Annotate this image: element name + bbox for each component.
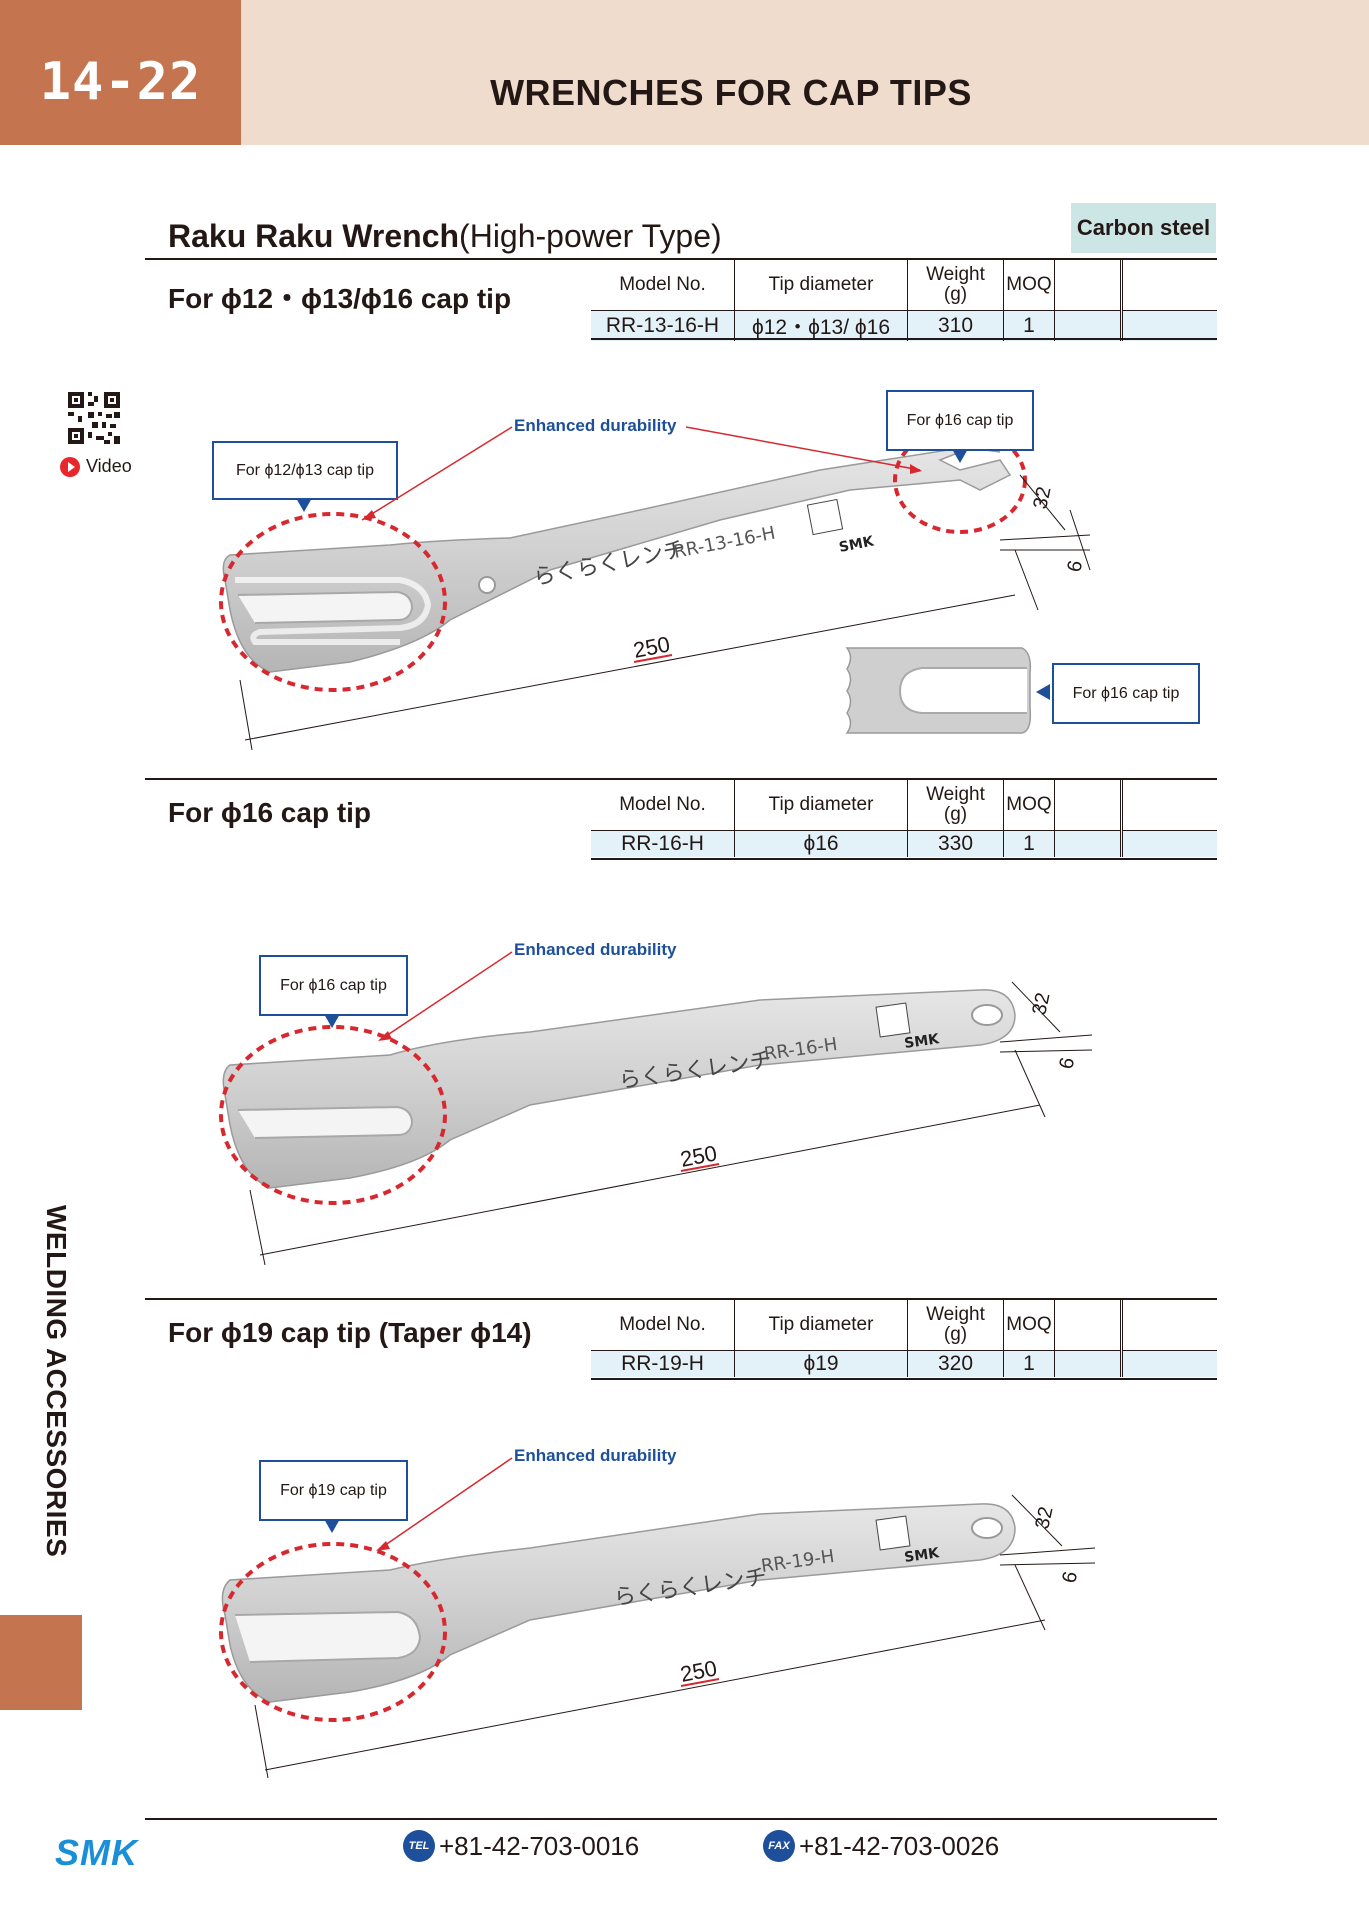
callout-phi16-tip-inset: For ϕ16 cap tip bbox=[1052, 663, 1200, 724]
table-1-bottom-rule bbox=[591, 338, 1217, 340]
fax-icon: FAX bbox=[763, 1830, 795, 1862]
table-3-bottom-rule bbox=[591, 1378, 1217, 1380]
footer-rule bbox=[145, 1818, 1217, 1820]
title-rule bbox=[145, 258, 1217, 260]
dim-width: 32 bbox=[1028, 991, 1054, 1017]
dim-thickness: 6 bbox=[1058, 1570, 1082, 1585]
wrench-rr-19-h-illustration: らくらくレンチ RR-19-H SMK 250 32 6 bbox=[219, 1494, 1096, 1779]
section-3-rule bbox=[145, 1298, 1217, 1300]
col-tip: Tip diameter bbox=[734, 260, 908, 311]
section-2-title: For ϕ16 cap tip bbox=[168, 797, 372, 828]
cell-model: RR-19-H bbox=[591, 1350, 735, 1377]
highlight-circle-right bbox=[893, 426, 1027, 534]
dim-thickness: 6 bbox=[1063, 559, 1087, 574]
play-icon bbox=[60, 456, 80, 477]
qr-code-icon[interactable] bbox=[68, 392, 120, 444]
cell-tip: ϕ12・ϕ13/ ϕ16 bbox=[734, 310, 908, 341]
cell-weight: 330 bbox=[907, 830, 1004, 857]
cell-weight: 310 bbox=[907, 310, 1004, 341]
table-2-bottom-rule bbox=[591, 858, 1217, 860]
callout-phi16-tip: For ϕ16 cap tip bbox=[259, 955, 408, 1016]
video-label: Video bbox=[86, 456, 132, 476]
highlight-circle-left bbox=[219, 512, 447, 692]
col-weight: Weight(g) bbox=[907, 260, 1004, 311]
table-row: RR-16-H ϕ16 330 1 bbox=[591, 830, 1217, 857]
wrench-inset-phi16-end bbox=[845, 647, 1032, 734]
product-title: Raku Raku Wrench(High-power Type) bbox=[168, 218, 722, 255]
section-1-spec-table: Model No. Tip diameter Weight(g) MOQ RR-… bbox=[591, 260, 1217, 341]
product-name: Raku Raku Wrench bbox=[168, 218, 460, 254]
table-row: RR-19-H ϕ19 320 1 bbox=[591, 1350, 1217, 1377]
wrench-rr-13-16-h-illustration: らくらくレンチ RR-13-16-H SMK 250 32 6 bbox=[219, 426, 1091, 751]
fax-number[interactable]: +81-42-703-0026 bbox=[799, 1830, 1000, 1861]
tel-contact: TEL+81-42-703-0016 bbox=[403, 1830, 639, 1862]
dim-width: 32 bbox=[1029, 485, 1055, 511]
qr-engraving-icon bbox=[875, 1515, 911, 1551]
callout-phi16-tip-top: For ϕ16 cap tip bbox=[886, 390, 1034, 451]
section-2-spec-table: Model No. Tip diameter Weight(g) MOQ RR-… bbox=[591, 780, 1217, 857]
tel-icon: TEL bbox=[403, 1830, 435, 1862]
highlight-circle bbox=[219, 1025, 447, 1205]
dim-thickness: 6 bbox=[1055, 1056, 1079, 1071]
material-badge: Carbon steel bbox=[1071, 203, 1216, 253]
enhanced-durability-label: Enhanced durability bbox=[514, 1446, 677, 1465]
svg-text:SMK: SMK bbox=[903, 1031, 941, 1052]
cell-tip: ϕ16 bbox=[734, 830, 908, 857]
cell-moq: 1 bbox=[1003, 310, 1055, 341]
smk-logo: SMK bbox=[55, 1832, 138, 1873]
callout-phi19-tip: For ϕ19 cap tip bbox=[259, 1460, 408, 1521]
section-3-title: For ϕ19 cap tip (Taper ϕ14) bbox=[168, 1317, 532, 1348]
cell-weight: 320 bbox=[907, 1350, 1004, 1377]
col-model: Model No. bbox=[591, 260, 735, 311]
callout-phi12-13-tip: For ϕ12/ϕ13 cap tip bbox=[212, 441, 398, 500]
dim-width: 32 bbox=[1031, 1505, 1057, 1531]
wrench-rr-16-h-illustration: らくらくレンチ RR-16-H SMK 250 32 6 bbox=[219, 981, 1093, 1266]
qr-engraving-icon bbox=[875, 1002, 911, 1038]
tel-number[interactable]: +81-42-703-0016 bbox=[439, 1830, 640, 1861]
cell-model: RR-13-16-H bbox=[591, 310, 735, 341]
cell-tip: ϕ19 bbox=[734, 1350, 908, 1377]
cell-model: RR-16-H bbox=[591, 830, 735, 857]
fax-contact: FAX+81-42-703-0026 bbox=[763, 1830, 999, 1862]
page-number-box bbox=[0, 0, 241, 145]
video-link[interactable]: Video bbox=[60, 456, 132, 477]
section-2-rule bbox=[145, 778, 1217, 780]
section-1-title: For ϕ12・ϕ13/ϕ16 cap tip bbox=[168, 283, 512, 314]
cell-moq: 1 bbox=[1003, 1350, 1055, 1377]
col-blank bbox=[1054, 260, 1123, 311]
table-row: RR-13-16-H ϕ12・ϕ13/ ϕ16 310 1 bbox=[591, 310, 1217, 341]
smk-engraving: SMK bbox=[838, 533, 876, 556]
page-title: WRENCHES FOR CAP TIPS bbox=[490, 72, 972, 113]
highlight-circle bbox=[219, 1542, 447, 1722]
section-3-spec-table: Model No. Tip diameter Weight(g) MOQ RR-… bbox=[591, 1300, 1217, 1377]
side-category-label: WELDING ACCESSORIES bbox=[41, 1205, 72, 1558]
col-moq: MOQ bbox=[1003, 260, 1055, 311]
side-tab-marker bbox=[0, 1615, 82, 1710]
page-number: 14-22 bbox=[39, 52, 202, 112]
enhanced-durability-label: Enhanced durability bbox=[514, 940, 677, 959]
enhanced-durability-label: Enhanced durability bbox=[514, 416, 677, 435]
svg-text:SMK: SMK bbox=[903, 1545, 941, 1566]
qr-engraving-icon bbox=[806, 498, 844, 536]
product-name-suffix: (High-power Type) bbox=[459, 218, 722, 254]
cell-moq: 1 bbox=[1003, 830, 1055, 857]
